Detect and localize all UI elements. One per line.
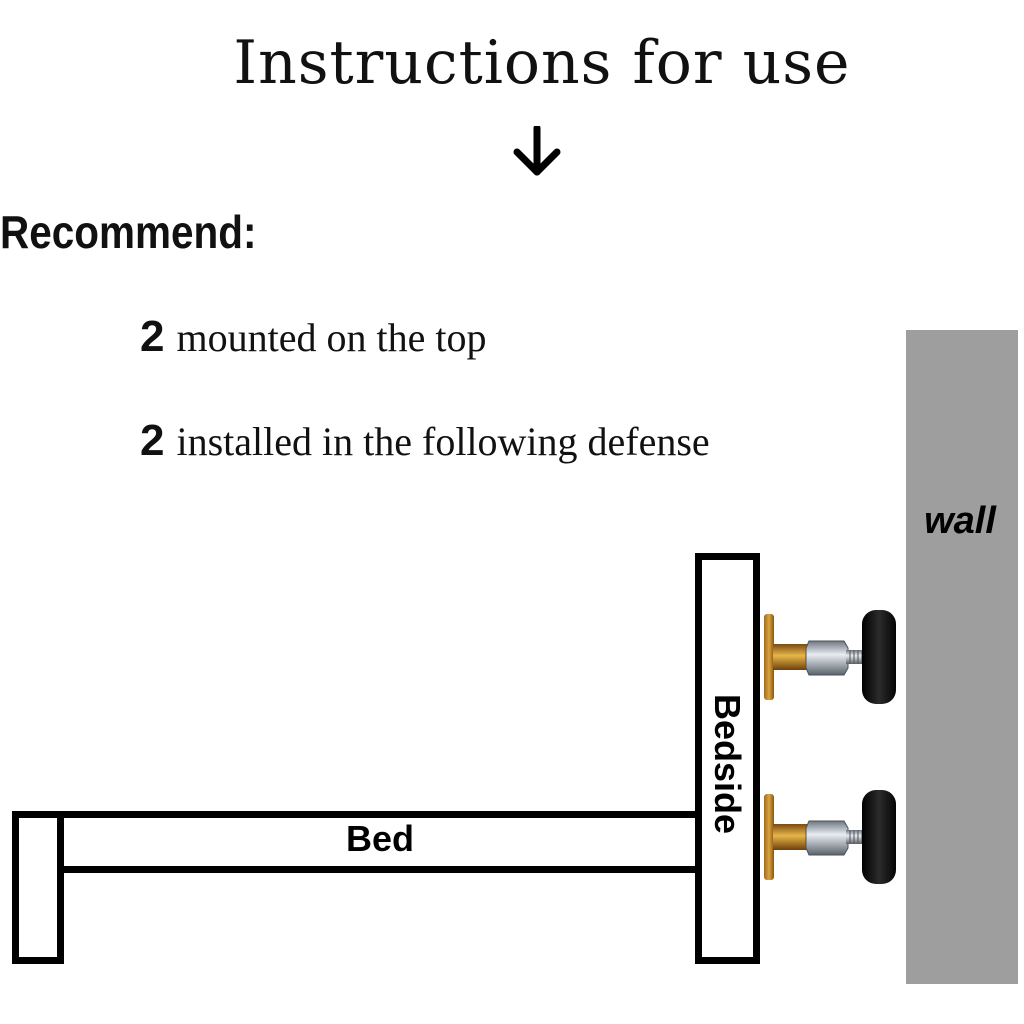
wall: wall [906, 330, 1018, 984]
bed-stopper-icon [764, 610, 896, 704]
item-count: 2 [140, 312, 165, 361]
bedside-label: Bedside [707, 693, 748, 835]
bedside-board [695, 553, 760, 964]
bed-stopper-icon [764, 790, 896, 884]
bed-end-post [12, 811, 64, 964]
item-text: installed in the following defense [176, 419, 710, 464]
page-title: Instructions for use [233, 28, 851, 98]
recommend-heading: Recommend: [0, 206, 257, 258]
item-text: mounted on the top [176, 315, 487, 360]
item-count: 2 [140, 416, 165, 465]
bed-label: Bed [345, 818, 414, 859]
arrow-down-icon [513, 126, 561, 176]
wall-label: wall [924, 500, 996, 542]
